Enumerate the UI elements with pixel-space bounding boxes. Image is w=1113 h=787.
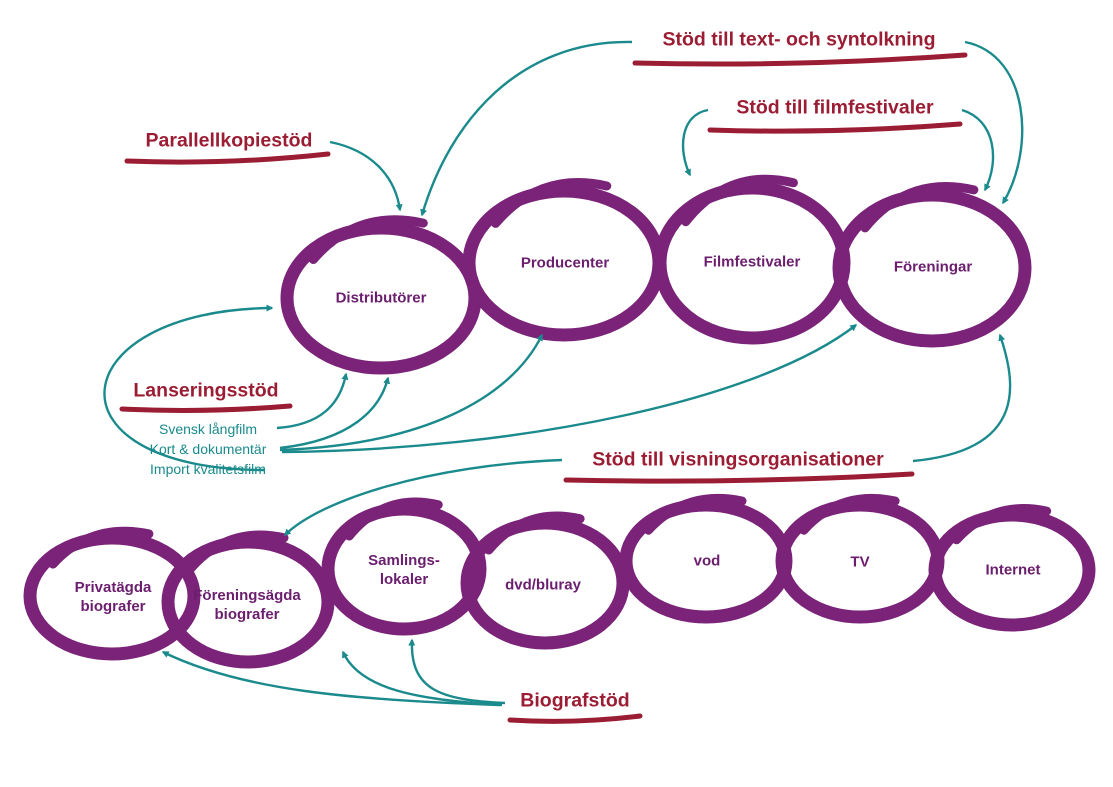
node-distributorer: Distributörer bbox=[335, 289, 427, 307]
arrow-parallell-to-distributorer bbox=[329, 140, 403, 212]
node-samlingslokaler: Samlings-lokaler bbox=[368, 552, 440, 588]
underline-text-syntolkning bbox=[632, 52, 968, 67]
node-dvd-bluray: dvd/bluray bbox=[505, 576, 581, 594]
ring-swoosh bbox=[681, 174, 798, 227]
ring-swoosh bbox=[952, 504, 1052, 545]
underline-filmfestivaler bbox=[707, 121, 963, 134]
arrow-text-to-distributorer bbox=[420, 40, 633, 217]
arrow-lansering-to-distributorer-b bbox=[279, 376, 391, 450]
node-internet: Internet bbox=[985, 561, 1041, 579]
ring-stroke bbox=[832, 188, 1032, 348]
support-parallellkopiestod: Parallellkopiestöd bbox=[145, 129, 313, 152]
ring-swoosh bbox=[491, 178, 612, 228]
ring-swoosh bbox=[484, 511, 585, 555]
ring-internet bbox=[928, 504, 1096, 632]
arrow-visning-to-foreningsagda bbox=[284, 458, 563, 536]
arrow-festival-to-foreningar bbox=[961, 108, 995, 192]
underline-biografstod bbox=[507, 713, 643, 724]
node-tv: TV bbox=[850, 553, 870, 571]
ring-samlingslokaler bbox=[321, 497, 487, 636]
ring-privatagda-biografer bbox=[23, 526, 201, 661]
ring-dvd-bluray bbox=[460, 511, 630, 650]
ring-stroke bbox=[321, 502, 487, 636]
arrow-festival-to-filmfestivaler bbox=[681, 108, 709, 177]
support-lanseringsstod: Lanseringsstöd bbox=[133, 379, 279, 402]
underline-visningsorganisationer bbox=[563, 471, 915, 484]
support-underlines bbox=[119, 52, 968, 724]
support-arrows bbox=[103, 40, 1024, 707]
node-producenter: Producenter bbox=[520, 254, 610, 272]
node-filmfestivaler: Filmfestivaler bbox=[703, 253, 801, 271]
lansering-item: Svensk långfilm bbox=[158, 421, 258, 437]
arrow-biograf-to-foreningsagda bbox=[341, 650, 503, 707]
node-rings bbox=[23, 174, 1096, 669]
arrow-visning-to-foreningar bbox=[912, 333, 1012, 463]
ring-stroke bbox=[460, 516, 630, 650]
arrow-biograf-to-privatagda bbox=[161, 650, 501, 707]
ring-swoosh bbox=[799, 494, 900, 535]
support-visningsorganisationer: Stöd till visningsorganisationer bbox=[592, 448, 884, 471]
ring-swoosh bbox=[344, 497, 443, 541]
ring-swoosh bbox=[48, 526, 154, 569]
lansering-item: Import kvalitetsfilm bbox=[150, 461, 266, 477]
arrow-lansering-to-foreningar bbox=[281, 324, 858, 454]
node-foreningar: Föreningar bbox=[893, 258, 973, 276]
arrow-lansering-loop-to-distributorer bbox=[103, 304, 274, 472]
ring-foreningar bbox=[832, 182, 1032, 348]
support-text-syntolkning: Stöd till text- och syntolkning bbox=[662, 28, 936, 51]
ring-stroke bbox=[928, 508, 1096, 632]
arrow-lansering-to-distributorer-a bbox=[276, 372, 349, 430]
arrow-biograf-to-samlingslokaler bbox=[408, 638, 506, 705]
underline-lanseringsstod bbox=[119, 403, 293, 413]
ring-swoosh bbox=[643, 494, 747, 535]
ring-foreningsagda-biografer bbox=[161, 530, 335, 669]
arrow-text-to-foreningar bbox=[964, 40, 1024, 205]
ring-stroke bbox=[161, 535, 335, 669]
arrow-lansering-to-producenter bbox=[279, 333, 544, 452]
ring-swoosh bbox=[860, 182, 979, 233]
underline-parallellkopiestod bbox=[124, 151, 331, 165]
lansering-item: Kort & dokumentär bbox=[149, 441, 267, 457]
support-biografstod: Biografstöd bbox=[520, 689, 630, 712]
ring-swoosh bbox=[185, 530, 289, 574]
node-vod: vod bbox=[693, 552, 721, 570]
support-filmfestivaler: Stöd till filmfestivaler bbox=[736, 96, 934, 119]
ring-swoosh bbox=[308, 215, 428, 264]
ring-stroke bbox=[23, 531, 201, 661]
